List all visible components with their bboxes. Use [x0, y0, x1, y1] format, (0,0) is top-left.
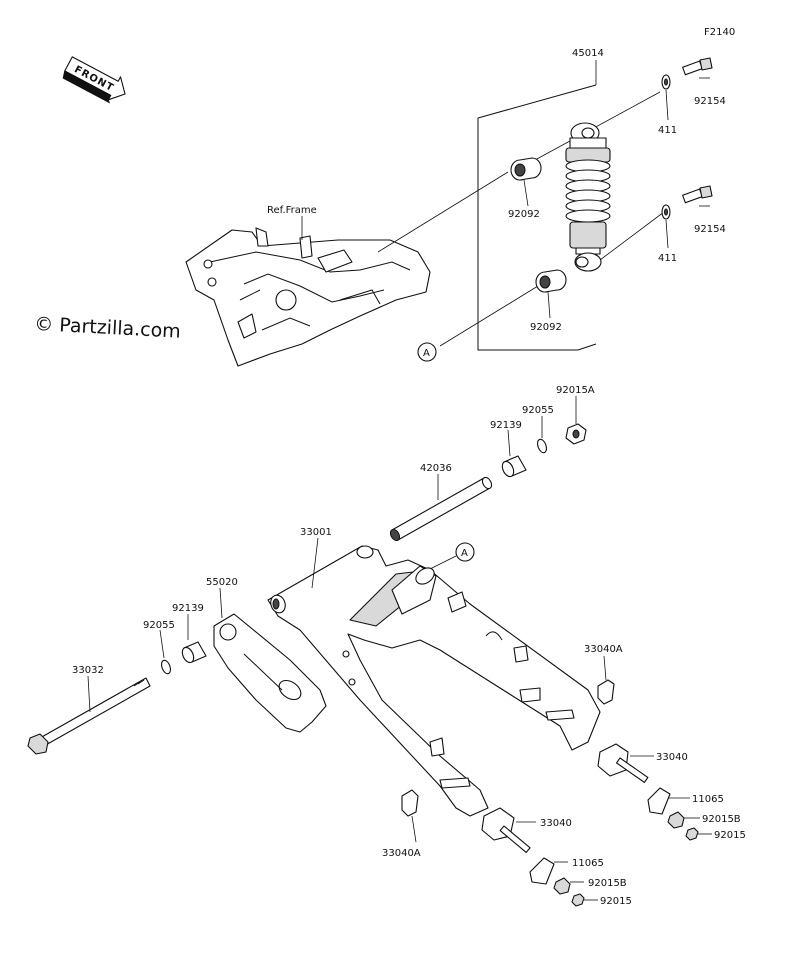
part-labels: 45014 92154 411 92092 92154 411 92092 92…: [72, 48, 746, 907]
label-33040-right: 33040: [656, 752, 688, 763]
label-33040a-right: 33040A: [584, 644, 623, 655]
label-92015a: 92015A: [556, 385, 595, 396]
label-92092-bottom: 92092: [530, 322, 562, 333]
label-92055-left: 92055: [143, 620, 175, 631]
label-92154-top: 92154: [694, 96, 726, 107]
bolt-92154-top: [682, 57, 713, 76]
label-92015-left: 92015: [600, 896, 632, 907]
label-92015b-left: 92015B: [588, 878, 627, 889]
label-33040a-left: 33040A: [382, 848, 421, 859]
washer-411-mid: [661, 204, 671, 220]
bushing-92092-bottom: [535, 269, 567, 293]
pivot-tube-42036: [389, 476, 493, 542]
nut-92015-left: [571, 893, 585, 907]
label-92092-top: 92092: [508, 209, 540, 220]
bracket-33040a-right: [597, 679, 615, 705]
label-92139-top: 92139: [490, 420, 522, 431]
collar-92139-left: [181, 641, 207, 664]
swingarm-33001: [267, 545, 601, 817]
seal-92055-left: [160, 659, 172, 675]
label-92055-top: 92055: [522, 405, 554, 416]
watermark-text: © Partzilla.com: [34, 313, 182, 343]
bolt-92154-mid: [682, 185, 713, 204]
label-411-top: 411: [658, 125, 677, 136]
frame-reference-drawing: [185, 216, 431, 367]
nut-92015b-right: [667, 811, 685, 829]
label-33032: 33032: [72, 665, 104, 676]
rear-shock-absorber: [565, 122, 611, 272]
nut-92015-right: [685, 827, 699, 841]
plate-11065-left: [529, 857, 555, 885]
pivot-bolt-33032: [27, 677, 151, 755]
label-55020: 55020: [206, 577, 238, 588]
front-arrow-icon: FRONT: [62, 56, 126, 104]
svg-text:A: A: [423, 348, 430, 359]
label-92154-mid: 92154: [694, 224, 726, 235]
bracket-33040a-left: [401, 789, 419, 817]
label-11065-left: 11065: [572, 858, 604, 869]
svg-text:A: A: [461, 548, 468, 559]
label-11065-right: 11065: [692, 794, 724, 805]
label-411-mid: 411: [658, 253, 677, 264]
label-45014: 45014: [572, 48, 604, 59]
bushing-92092-top: [510, 157, 542, 181]
reference-marker-a-top: A: [417, 342, 437, 362]
nut-92015b-left: [553, 877, 571, 895]
collar-92139-top: [501, 455, 527, 478]
chain-adjuster-33040-right: [597, 743, 649, 783]
diagram-code: F2140: [704, 27, 735, 38]
label-92015-right: 92015: [714, 830, 746, 841]
label-33040-left: 33040: [540, 818, 572, 829]
label-92015b-right: 92015B: [702, 814, 741, 825]
chain-guard-55020: [213, 613, 327, 733]
plate-11065-right: [647, 787, 671, 815]
label-92139-left: 92139: [172, 603, 204, 614]
label-42036: 42036: [420, 463, 452, 474]
washer-411-top: [661, 74, 671, 90]
reference-marker-a-bottom: A: [427, 542, 475, 571]
nut-92015a: [565, 423, 587, 445]
leader-lines: [87, 77, 712, 901]
ref-frame-label: Ref.Frame: [267, 205, 317, 216]
chain-adjuster-33040-left: [481, 807, 531, 854]
seal-92055-top: [536, 438, 548, 454]
shock-group-bracket: [477, 84, 597, 351]
label-33001: 33001: [300, 527, 332, 538]
shock-spring: [565, 159, 611, 223]
